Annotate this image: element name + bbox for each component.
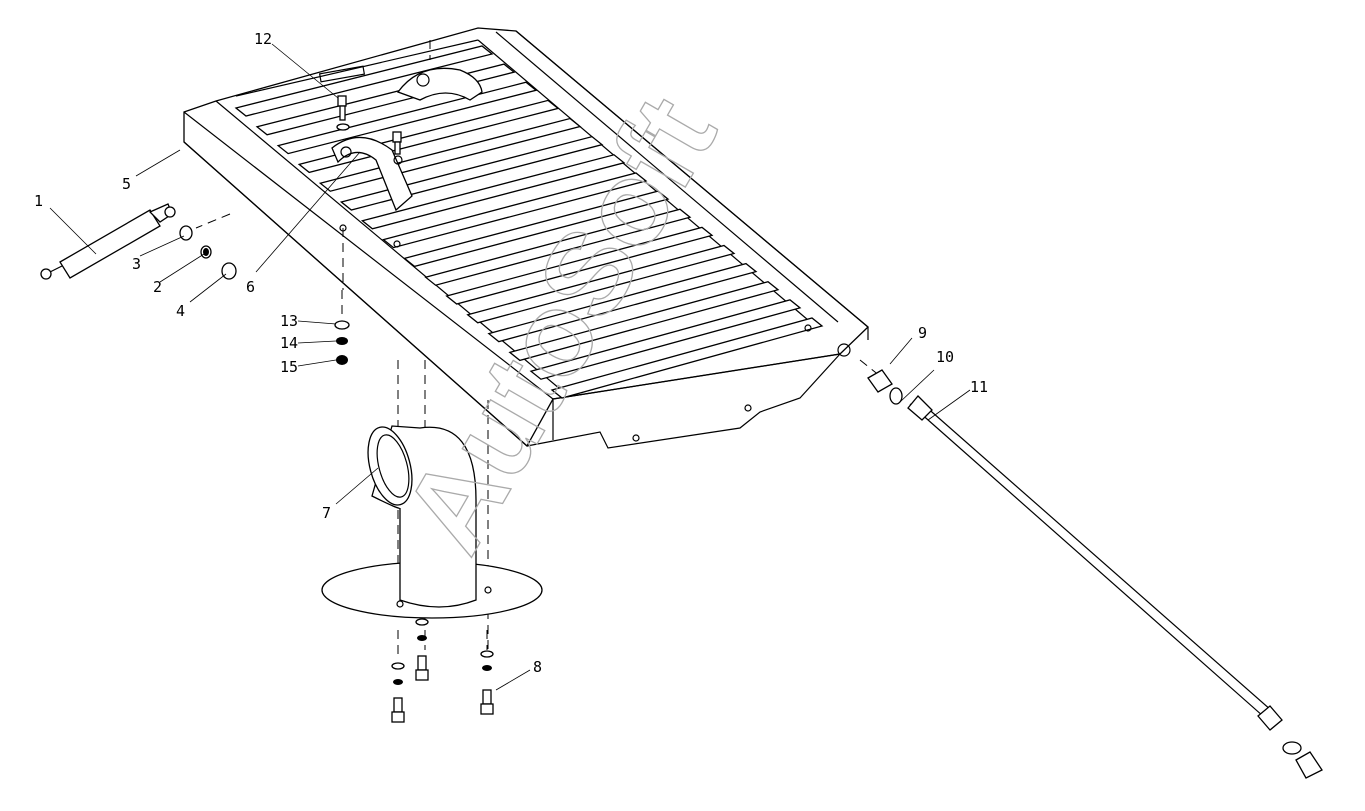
- louver-slat: [466, 244, 736, 324]
- louver-slat: [424, 208, 692, 286]
- callout-11: 11: [970, 378, 988, 396]
- louver-slat: [508, 281, 780, 362]
- callout-14: 14: [280, 334, 298, 352]
- louver-slat: [445, 226, 714, 305]
- callout-7: 7: [322, 504, 331, 522]
- callout-8: 8: [533, 658, 542, 676]
- louver-slat: [276, 81, 538, 155]
- gas-strut-part-1: [40, 203, 176, 280]
- callout-12: 12: [254, 30, 272, 48]
- callout-10: 10: [936, 348, 954, 366]
- mounting-bracket-part-6: [331, 136, 413, 212]
- callout-3: 3: [132, 255, 141, 273]
- callout-labels: 1 2 3 4 5 6 7 8 9 10 11 12 13 14 15: [34, 30, 988, 676]
- bolts-part-8: [391, 618, 494, 723]
- callout-4: 4: [176, 302, 185, 320]
- louver-slat: [550, 317, 824, 399]
- bolt-part-12: [336, 95, 402, 155]
- callout-1: 1: [34, 192, 43, 210]
- louver-slat: [529, 299, 802, 380]
- louver-slat: [360, 154, 626, 230]
- callout-2: 2: [153, 278, 162, 296]
- louver-slat: [403, 190, 670, 268]
- rear-mount-bracket: [396, 67, 483, 101]
- leader-lines: [49, 43, 971, 691]
- fasteners-parts-2-3-4: [179, 225, 237, 280]
- louver-slat: [487, 262, 758, 343]
- callout-13: 13: [280, 312, 298, 330]
- callout-15: 15: [280, 358, 298, 376]
- louver-slat: [297, 99, 560, 174]
- shaft-assembly-parts-9-10-11: [867, 369, 1323, 779]
- fasteners-parts-13-14-15: [334, 320, 350, 365]
- louver-slat: [382, 172, 648, 249]
- elbow-duct-part-7: [321, 425, 543, 619]
- callout-9: 9: [918, 324, 927, 342]
- callout-5: 5: [122, 175, 131, 193]
- callout-6: 6: [246, 278, 255, 296]
- louver-slat: [234, 45, 494, 117]
